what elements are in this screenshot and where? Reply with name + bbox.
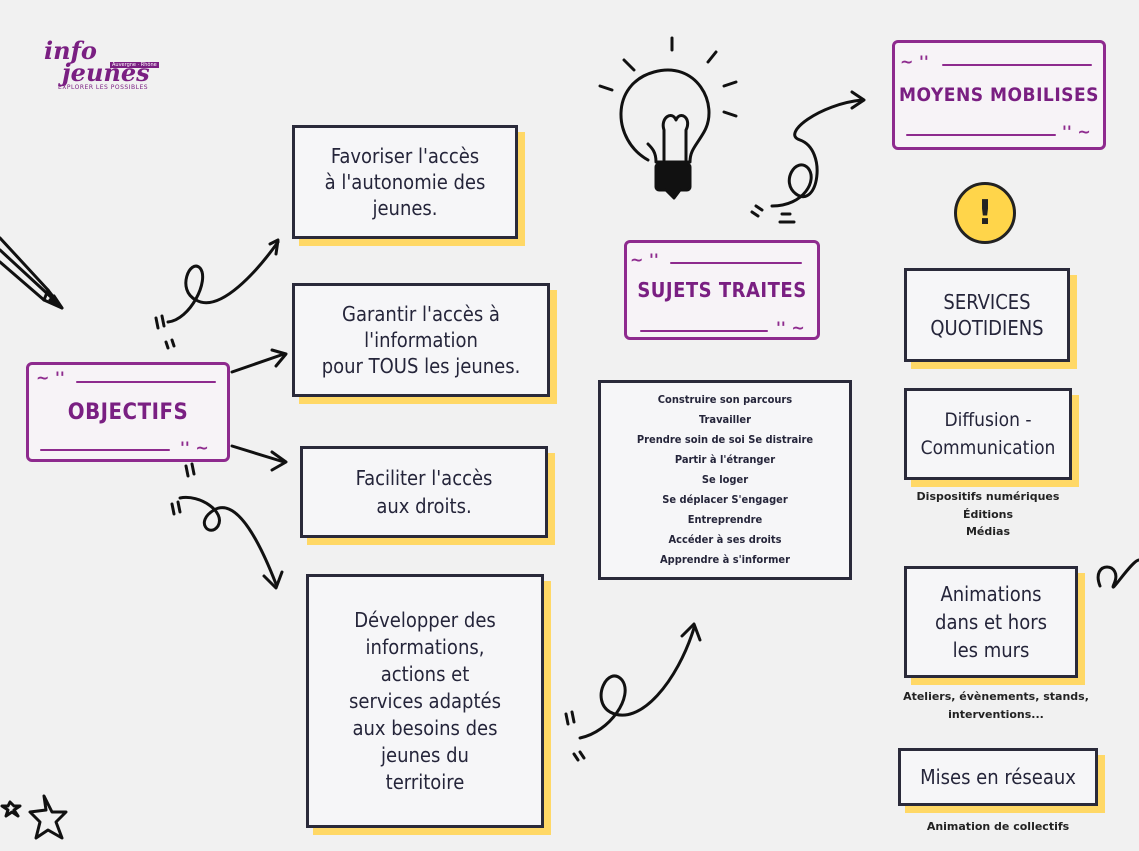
moyens-quote-open: ~ '' [900,52,929,71]
logo-tagline: EXPLORER LES POSSIBLES [58,84,149,91]
sujet-item: Se déplacer S'engager [662,493,788,506]
sujet-item: Travailler [699,413,751,426]
moyens-title: MOYENS MOBILISES [899,84,1099,106]
sujet-item: Apprendre à s'informer [660,553,790,566]
sujet-item: Entreprendre [687,513,763,526]
sujets-quote-open: ~ '' [630,250,659,269]
objectifs-line-top [76,381,216,383]
objectifs-line-bottom [40,449,170,451]
sujets-title: SUJETS TRAITES [637,278,807,302]
arrow-to-information [230,352,286,374]
loop-doodle [1096,558,1139,589]
objectif-box-information: Garantir l'accès à l'information pour TO… [292,283,550,397]
moyen-details-diffusion: Dispositifs numériques Éditions Médias [916,490,1060,539]
moyen-details-reseaux: Animation de collectifs [926,820,1070,833]
sujets-title-banner: SUJETS TRAITES [624,240,820,340]
moyens-line-bottom [906,134,1056,136]
sujets-list-box: Construire son parcours Travailler Prend… [598,380,852,580]
objectifs-title: OBJECTIFS [67,399,189,425]
logo-line-1: info [44,36,97,65]
moyens-line-top [942,64,1092,66]
lightbulb-icon [598,36,738,200]
objectifs-title-banner: OBJECTIFS [26,362,230,462]
arrow-to-droits [230,444,286,464]
moyens-quote-close: '' ~ [1062,122,1091,141]
services-quotidiens-box: SERVICES QUOTIDIENS [904,268,1070,362]
objectif-box-droits: Faciliter l'accès aux droits. [300,446,548,538]
arrow-to-moyens [770,98,864,208]
star-icon-small [0,800,22,818]
exclamation-icon: ! [954,182,1016,244]
star-icon [28,794,68,840]
objectif-box-autonomie: Favoriser l'accès à l'autonomie des jeun… [292,125,518,239]
sujet-item: Se loger [701,473,749,486]
sujet-item: Prendre soin de soi Se distraire [636,433,814,446]
moyen-details-animations: Ateliers, évènements, stands, interventi… [903,690,1089,721]
logo-region: Auvergne · Rhône [110,62,159,68]
arrow-to-autonomie [166,240,280,324]
moyen-box-reseaux: Mises en réseaux [898,748,1098,806]
moyens-title-banner: MOYENS MOBILISES [892,40,1106,150]
logo: info jeunes Auvergne · Rhône EXPLORER LE… [44,36,184,108]
arrow-to-sujets [578,626,696,740]
objectifs-quote-close: '' ~ [180,438,209,457]
objectif-box-developper: Développer des informations, actions et … [306,574,544,828]
sujets-line-top [670,262,802,264]
sujets-line-bottom [640,330,768,332]
arrow-to-developper [178,495,278,586]
moyen-box-diffusion: Diffusion - Communication [904,388,1072,480]
sujet-item: Accéder à ses droits [668,533,782,546]
sujet-item: Construire son parcours [657,393,793,406]
pencil-icon [0,236,64,310]
objectifs-quote-open: ~ '' [36,368,65,387]
sujets-quote-close: '' ~ [776,318,805,337]
moyen-box-animations: Animations dans et hors les murs [904,566,1078,678]
sujet-item: Partir à l'étranger [674,453,776,466]
exclamation-glyph: ! [977,193,993,233]
